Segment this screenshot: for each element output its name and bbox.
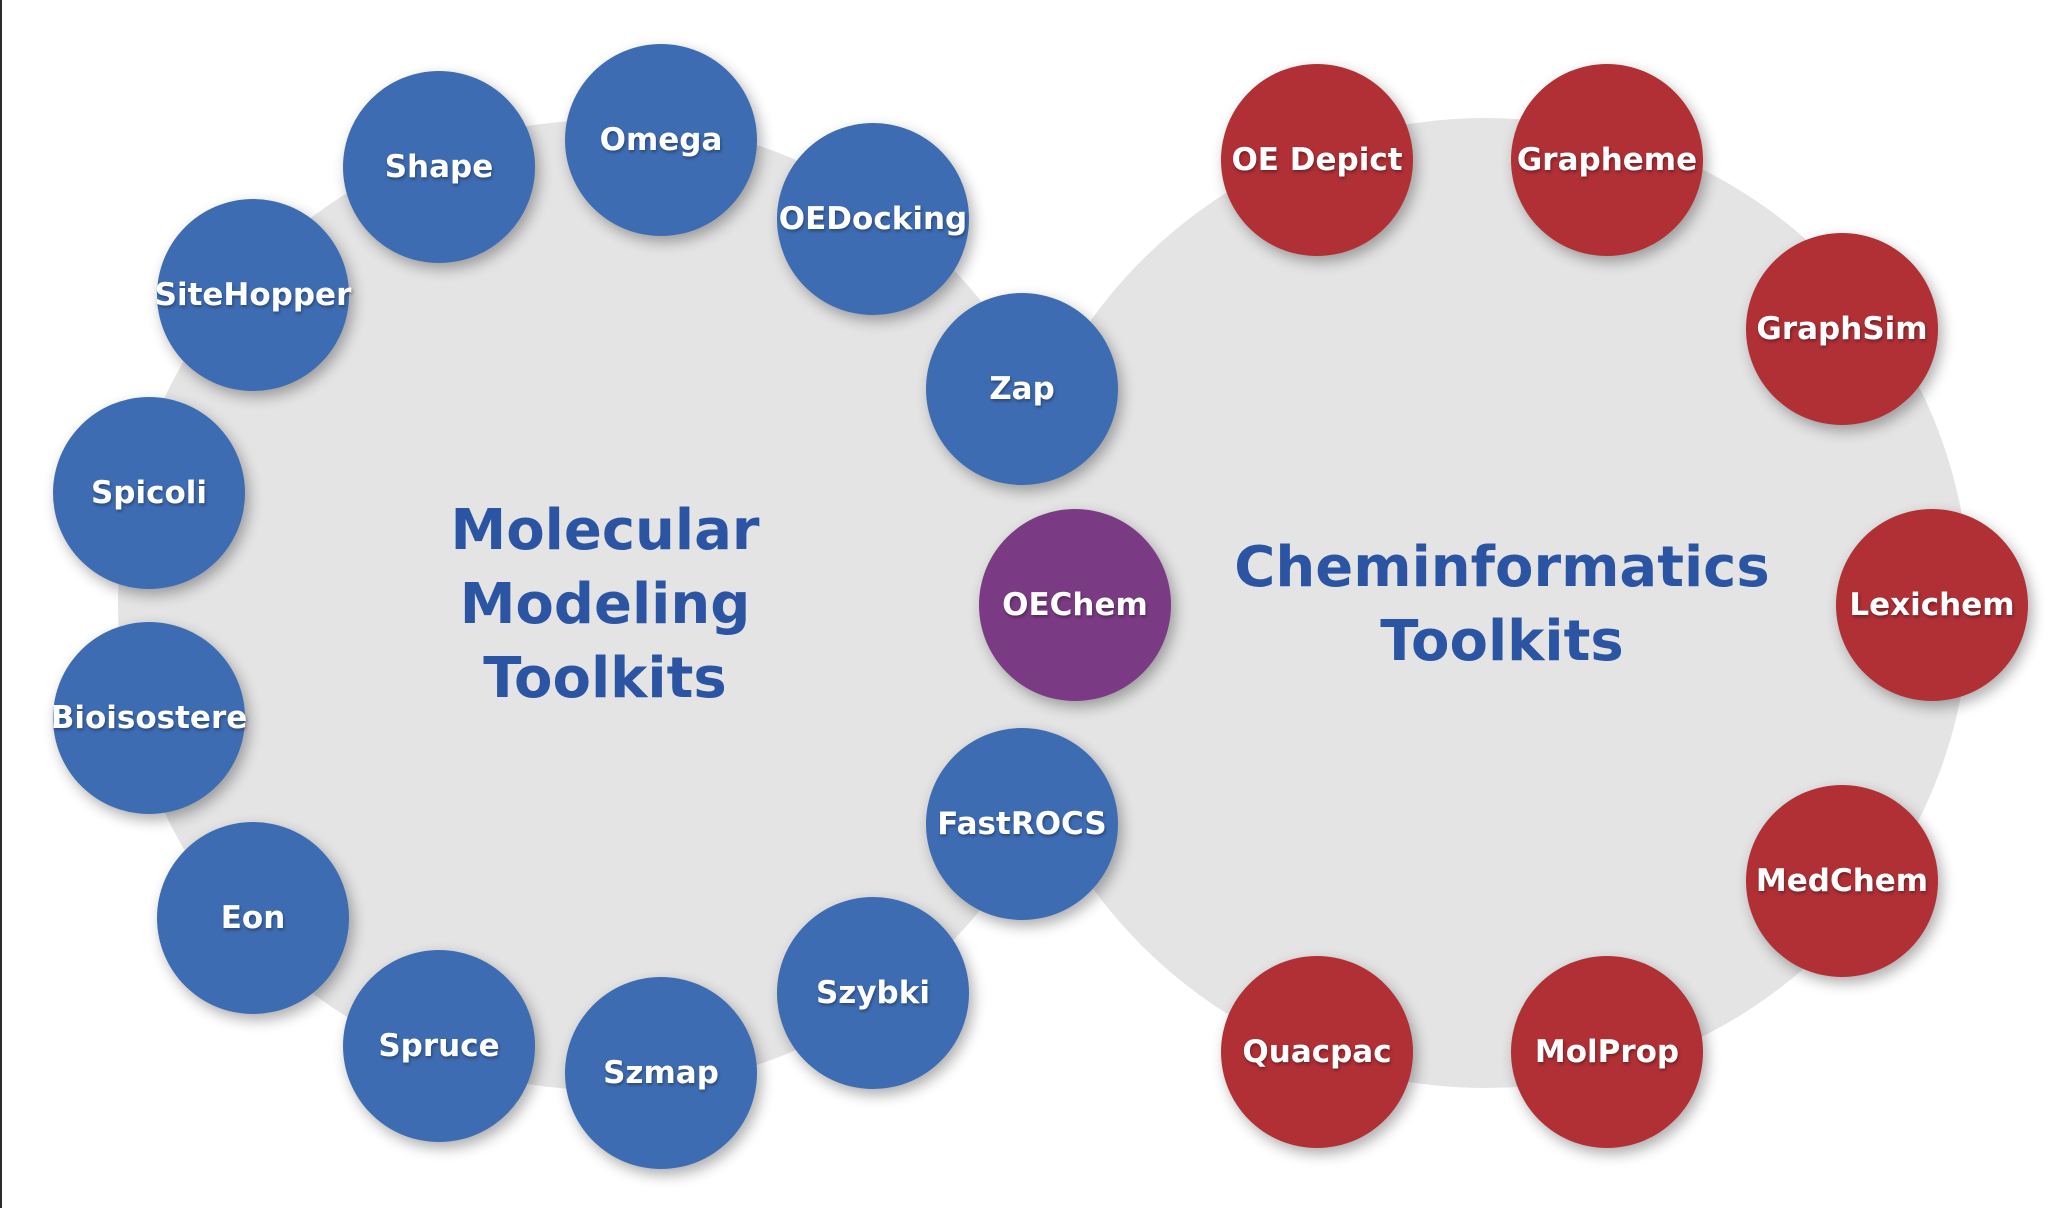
toolkit-bubble-medchem[interactable]: MedChem — [1746, 785, 1938, 977]
toolkit-bubble-molprop[interactable]: MolProp — [1511, 956, 1703, 1148]
toolkit-bubble-szybki[interactable]: Szybki — [777, 897, 969, 1089]
toolkit-bubble-spicoli[interactable]: Spicoli — [53, 397, 245, 589]
toolkit-bubble-graphsim[interactable]: GraphSim — [1746, 233, 1938, 425]
toolkit-bubble-omega[interactable]: Omega — [565, 44, 757, 236]
left-border-line — [0, 0, 2, 1208]
toolkit-bubble-fastrocs[interactable]: FastROCS — [926, 728, 1118, 920]
toolkit-bubble-grapheme[interactable]: Grapheme — [1511, 64, 1703, 256]
toolkit-bubble-oedocking[interactable]: OEDocking — [777, 123, 969, 315]
toolkit-bubble-sitehopper[interactable]: SiteHopper — [155, 199, 351, 391]
toolkit-bubble-zap[interactable]: Zap — [926, 293, 1118, 485]
molecular-modeling-title: Molecular Modeling Toolkits — [450, 498, 760, 711]
toolkit-bubble-oe-depict[interactable]: OE Depict — [1221, 64, 1413, 256]
toolkit-bubble-spruce[interactable]: Spruce — [343, 950, 535, 1142]
toolkit-bubble-shape[interactable]: Shape — [343, 71, 535, 263]
toolkit-bubble-lexichem[interactable]: Lexichem — [1836, 509, 2028, 701]
toolkit-bubble-bioisostere[interactable]: Bioisostere — [51, 622, 247, 814]
toolkit-bubble-szmap[interactable]: Szmap — [565, 977, 757, 1169]
toolkit-bubble-quacpac[interactable]: Quacpac — [1221, 956, 1413, 1148]
toolkit-bubble-eon[interactable]: Eon — [157, 822, 349, 1014]
toolkit-bubble-oechem[interactable]: OEChem — [979, 509, 1171, 701]
cheminformatics-title: Cheminformatics Toolkits — [1234, 535, 1770, 674]
